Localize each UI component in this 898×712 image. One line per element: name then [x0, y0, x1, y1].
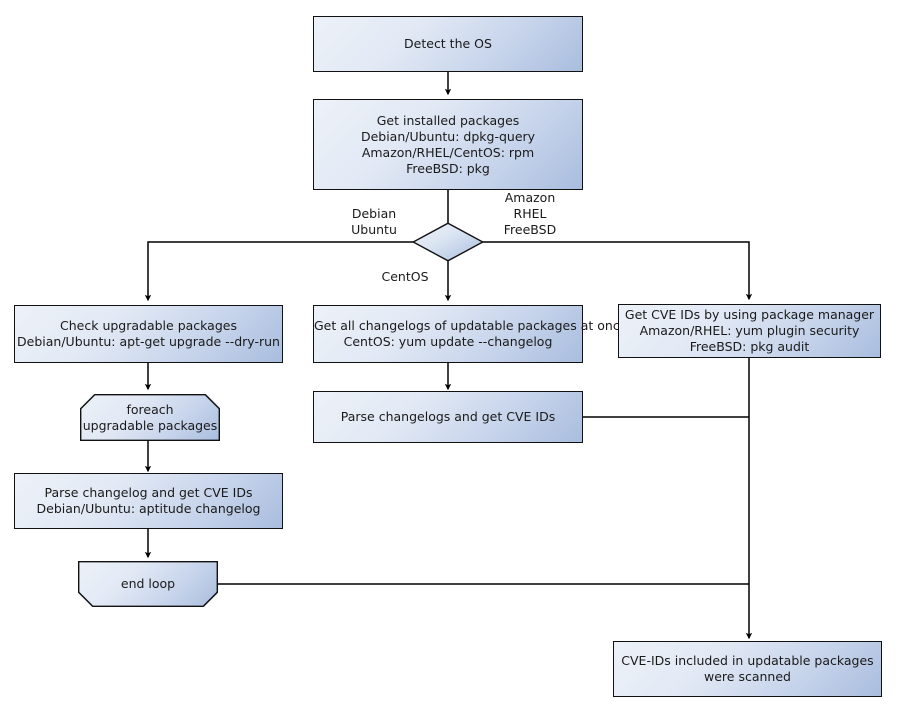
node-text-line: Get all changelogs of updatable packages…: [314, 318, 628, 333]
node-text-line: Detect the OS: [404, 36, 492, 51]
edge-label-centos: CentOS: [374, 269, 436, 285]
node-text-line: CentOS: yum update --changelog: [343, 334, 553, 349]
node-text-line: CVE-IDs included in updatable packages: [621, 653, 874, 668]
node-end-loop[interactable]: end loop: [78, 561, 218, 607]
node-text-line: Amazon/RHEL/CentOS: rpm: [361, 144, 535, 160]
node-text-line: FreeBSD: pkg: [406, 160, 490, 176]
node-parse-changelogs-get-cve-ids[interactable]: Parse changelogs and get CVE IDs: [313, 391, 583, 443]
node-text-line: Debian/Ubuntu: dpkg-query: [360, 128, 536, 144]
node-detect-os[interactable]: Detect the OS: [313, 16, 583, 72]
loop-start-outline: [80, 394, 220, 441]
edge-label-amazon-rhel-freebsd: Amazon RHEL FreeBSD: [489, 190, 571, 238]
node-text-line: foreach: [126, 401, 174, 417]
node-foreach-upgradable-packages[interactable]: foreach upgradable packages: [80, 394, 220, 441]
node-text-line: Debian/Ubuntu: aptitude changelog: [36, 501, 261, 516]
edge-decision-to-package-manager: [482, 241, 753, 301]
edge-label-debian-ubuntu: Debian Ubuntu: [336, 206, 412, 238]
node-get-installed-packages[interactable]: Get installed packages Debian/Ubuntu: dp…: [313, 99, 583, 190]
node-text-line: upgradable packages: [82, 417, 218, 433]
node-get-cve-ids-package-manager[interactable]: Get CVE IDs by using package manager Ama…: [618, 304, 881, 358]
node-text-line: Check upgradable packages: [60, 318, 237, 333]
node-text-line: Parse changelog and get CVE IDs: [44, 485, 253, 500]
node-text-line: Amazon/RHEL: yum plugin security: [639, 323, 860, 338]
edge-label-line: Debian: [351, 206, 397, 221]
edge-label-line: FreeBSD: [503, 222, 557, 237]
edge-label-line: RHEL: [513, 206, 547, 221]
loop-end-outline: [78, 561, 218, 607]
node-text-line: Parse changelogs and get CVE IDs: [340, 409, 556, 424]
node-text-line: Get CVE IDs by using package manager: [624, 307, 875, 322]
node-text-line: FreeBSD: pkg audit: [689, 339, 810, 354]
node-text-line: were scanned: [704, 669, 791, 684]
edge-label-line: Amazon: [504, 190, 556, 205]
node-os-decision[interactable]: [411, 222, 485, 262]
node-check-upgradable-packages[interactable]: Check upgradable packages Debian/Ubuntu:…: [14, 305, 283, 363]
node-parse-changelog-get-cve-ids[interactable]: Parse changelog and get CVE IDs Debian/U…: [14, 473, 283, 529]
node-text-line: Debian/Ubuntu: apt-get upgrade --dry-run: [17, 334, 280, 349]
edge-label-line: CentOS: [381, 269, 429, 284]
node-scan-complete[interactable]: CVE-IDs included in updatable packages w…: [613, 641, 882, 697]
edge-label-line: Ubuntu: [351, 222, 397, 237]
node-text-line: end loop: [120, 576, 176, 591]
diamond-shape: [411, 222, 485, 262]
node-get-all-changelogs[interactable]: Get all changelogs of updatable packages…: [313, 305, 628, 363]
node-text-line: Get installed packages: [376, 112, 520, 128]
